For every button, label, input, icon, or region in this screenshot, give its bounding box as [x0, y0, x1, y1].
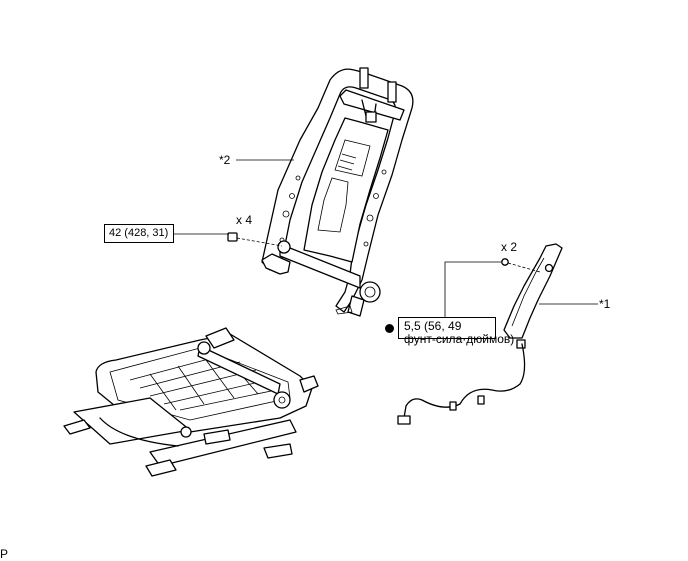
side-bracket-assembly [397, 243, 563, 425]
nut-icon [501, 258, 541, 273]
nut-torque-line1: 5,5 (56, 49 [404, 319, 462, 333]
callout-item1: *1 [599, 297, 611, 311]
seat-cushion-frame [63, 327, 319, 477]
bolt-torque-spec: 42 (428, 31) [104, 224, 174, 243]
corner-label: P [0, 547, 9, 561]
callout-item2: *2 [219, 153, 231, 167]
seatback-frame [261, 67, 414, 317]
leader-nut-torque [444, 261, 502, 318]
nut-count-label: x 2 [501, 240, 518, 254]
nut-torque-spec: 5,5 (56, 49 фунт-сила·дюймов) [398, 317, 514, 346]
nut-torque-line2: фунт-сила·дюймов) [404, 332, 515, 346]
torque-dot-icon [385, 324, 394, 333]
bolt-icon [227, 232, 283, 247]
bolt-count-label: x 4 [236, 213, 253, 227]
